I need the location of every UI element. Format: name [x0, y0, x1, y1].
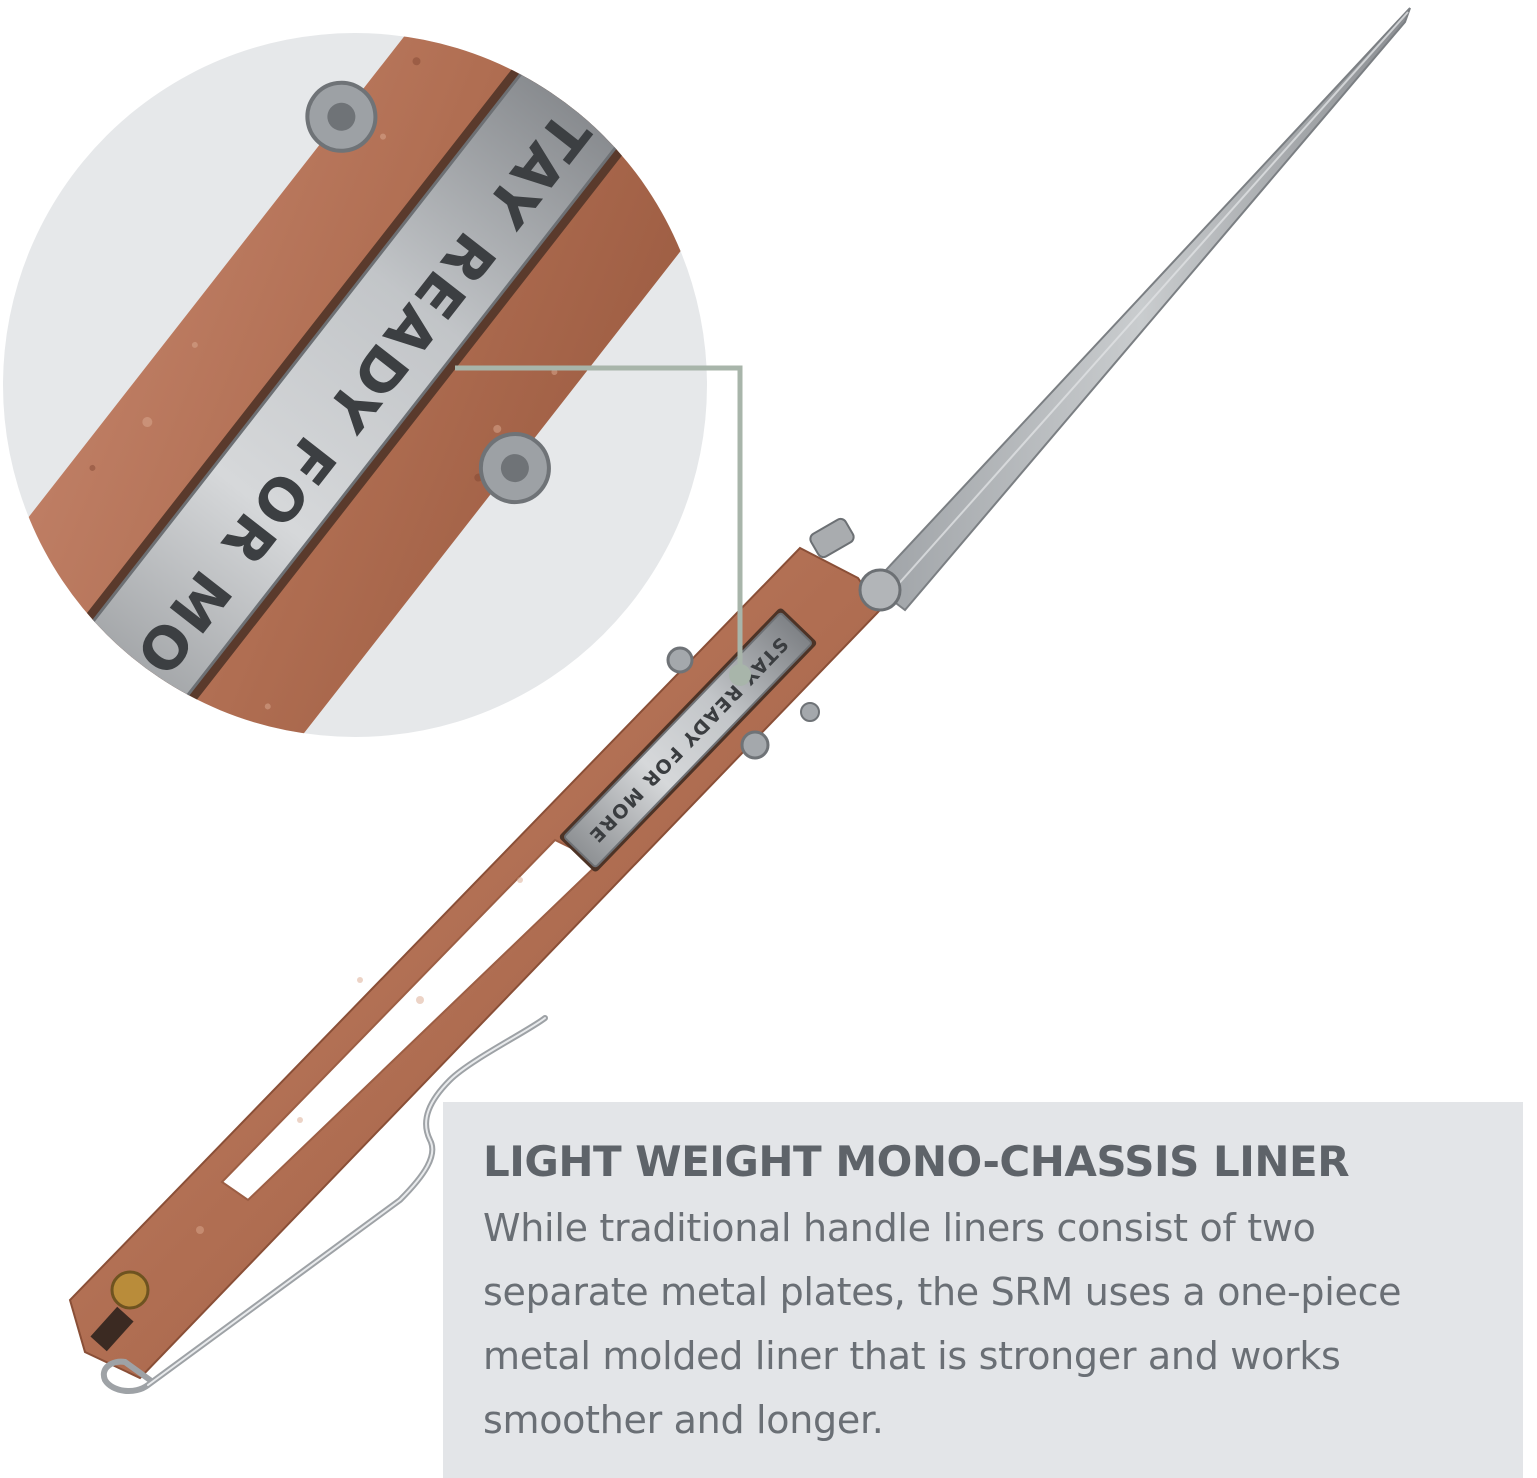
caption-body: While traditional handle liners consist …: [483, 1196, 1493, 1452]
caption-line: metal molded liner that is stronger and …: [483, 1334, 1341, 1378]
caption-line: While traditional handle liners consist …: [483, 1206, 1316, 1250]
knife-blade: [870, 7, 1411, 612]
caption-title: LIGHT WEIGHT MONO-CHASSIS LINER: [483, 1137, 1350, 1186]
liner-bar-zoomed: [34, 40, 642, 737]
callout-connector: [455, 365, 751, 686]
zoom-detail-circle: STAY READY FOR MORE: [3, 33, 707, 737]
caption-line: smoother and longer.: [483, 1398, 884, 1442]
caption-panel: LIGHT WEIGHT MONO-CHASSIS LINER While tr…: [443, 1102, 1523, 1478]
caption-line: separate metal plates, the SRM uses a on…: [483, 1270, 1402, 1314]
liner-bar: STAY READY FOR MORE: [559, 608, 817, 872]
